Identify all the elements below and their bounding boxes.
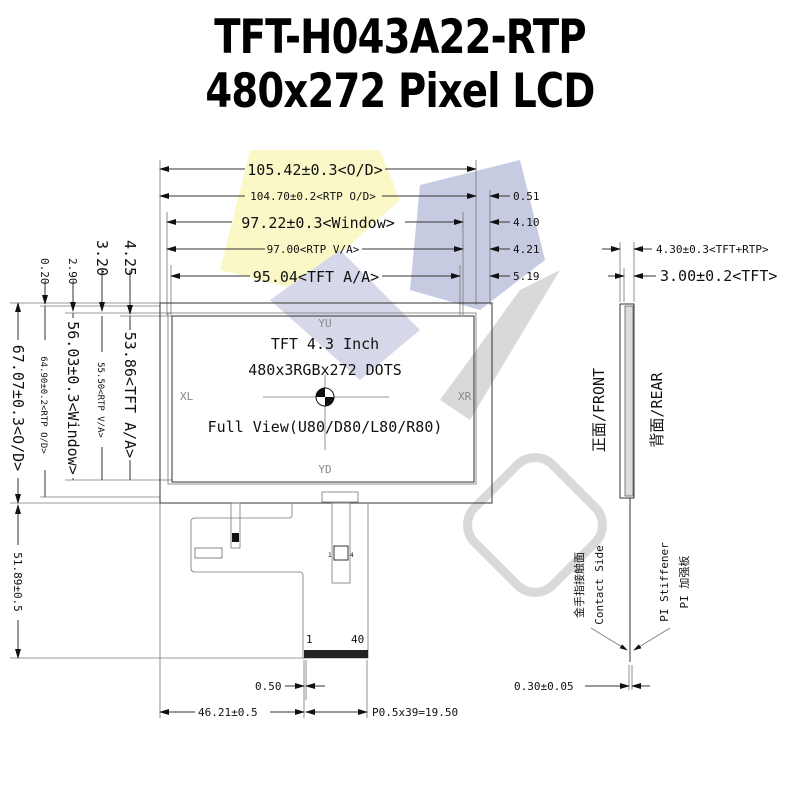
label-xr: XR [458, 390, 472, 403]
label-stiffener-en: PI Stiffener [658, 542, 671, 622]
dim-pin-width: 0.50 [255, 680, 282, 693]
dim-outline-width: 105.42±0.3<O/D> [247, 161, 382, 179]
dim-outline-height: 67.07±0.3<O/D> [9, 345, 27, 471]
label-yu: YU [318, 317, 331, 330]
pin-last: 40 [351, 633, 364, 646]
label-rear: 背面/REAR [648, 371, 666, 447]
touch-pin-first: 1 [328, 552, 332, 559]
watermark-logo [220, 150, 607, 597]
left-dimensions: 67.07±0.3<O/D> 64.90±0.2<RTP O/D> 56.03±… [9, 240, 305, 659]
label-yd: YD [318, 463, 331, 476]
title-resolution: 480x272 Pixel LCD [205, 64, 595, 119]
fpc-cable: 1 4 1 40 [190, 502, 369, 659]
display-viewing-angle: Full View(U80/D80/L80/R80) [208, 418, 443, 436]
dim-rtp-outline-width: 104.70±0.2<RTP O/D> [250, 190, 376, 203]
top-dimensions: 105.42±0.3<O/D> 104.70±0.2<RTP O/D> 0.51… [159, 160, 540, 315]
dim-window-width: 97.22±0.3<Window> [241, 214, 395, 232]
dim-tft-thickness: 3.00±0.2<TFT> [660, 267, 777, 285]
touch-pin-last: 4 [350, 552, 354, 559]
dim-top-offset-4: 4.25 [121, 240, 139, 276]
label-stiffener-cn: PI 加强板 [677, 556, 691, 609]
dim-rtp-va-width: 97.00<RTP V/A> [267, 243, 360, 256]
fpc-pads [194, 547, 223, 559]
dim-tft-aa-width: 95.04<TFT A/A> [253, 268, 379, 286]
dim-offset-2: 4.10 [513, 216, 540, 229]
dim-fpc-offset: 46.21±0.5 [198, 706, 258, 719]
label-xl: XL [180, 390, 194, 403]
dim-top-offset-2: 2.90 [66, 258, 79, 285]
dim-top-offset-1: 0.20 [38, 258, 51, 285]
dim-fpc-length: 51.89±0.5 [11, 552, 24, 612]
dim-offset-4: 5.19 [513, 270, 540, 283]
dim-pin-pitch: P0.5x39=19.50 [372, 706, 458, 719]
dim-window-height: 56.03±0.3<Window> [64, 321, 82, 475]
center-mark-icon [263, 375, 389, 450]
side-view: 4.30±0.3<TFT+RTP> 3.00±0.2<TFT> 正面/FRONT… [514, 242, 777, 693]
dim-offset-3: 4.21 [513, 243, 540, 256]
dim-total-thickness: 4.30±0.3<TFT+RTP> [656, 243, 769, 256]
dim-rtp-va-height: 55.50<RTP V/A> [95, 362, 105, 438]
label-front: 正面/FRONT [590, 368, 608, 452]
bottom-dimensions: 0.50 46.21±0.5 P0.5x39=19.50 [159, 503, 458, 719]
display-size: TFT 4.3 Inch [271, 335, 379, 353]
label-contact-en: Contact Side [593, 545, 606, 624]
dim-offset-1: 0.51 [513, 190, 540, 203]
label-contact-cn: 金手指接触面 [572, 552, 586, 618]
display-resolution: 480x3RGBx272 DOTS [248, 361, 402, 379]
dim-fpc-thickness: 0.30±0.05 [514, 680, 574, 693]
pin-first: 1 [306, 633, 313, 646]
dim-tft-aa-height: 53.86<TFT A/A> [121, 332, 139, 458]
title-model: TFT-H043A22-RTP [214, 10, 586, 65]
lcd-module-front: YU YD XL XR TFT 4.3 Inch 480x3RGBx272 DO… [159, 302, 493, 504]
dim-top-offset-3: 3.20 [93, 240, 111, 276]
dim-rtp-outline-height: 64.90±0.2<RTP O/D> [38, 356, 48, 454]
